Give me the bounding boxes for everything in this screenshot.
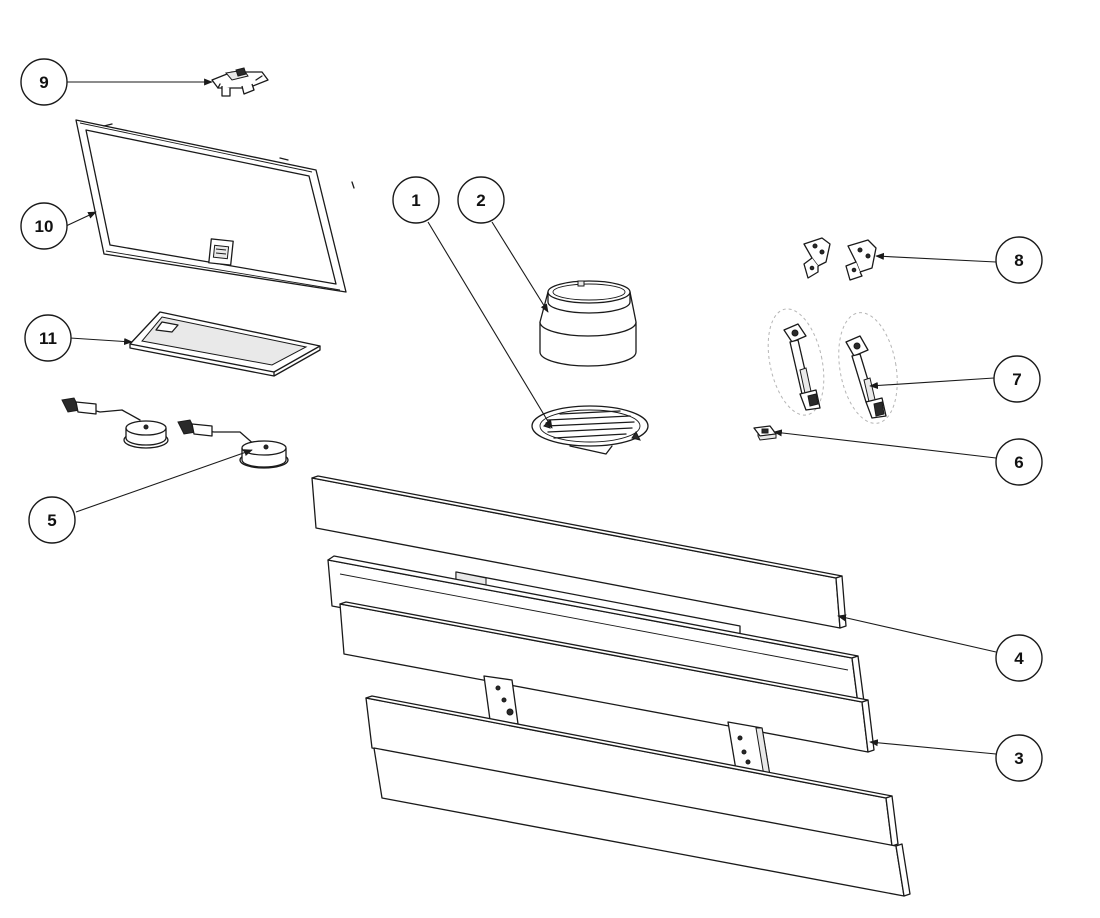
- svg-text:7: 7: [1012, 370, 1021, 389]
- callout-11: 11: [24, 314, 72, 362]
- part-11-small-panel: [129, 311, 321, 377]
- callout-2: 2: [457, 176, 505, 224]
- callout-10: 10: [20, 202, 68, 250]
- callout-6: 6: [995, 438, 1043, 486]
- callout-9: 9: [20, 58, 68, 106]
- callout-3: 3: [995, 734, 1043, 782]
- callout-1: 1: [392, 176, 440, 224]
- svg-text:10: 10: [35, 217, 54, 236]
- svg-text:3: 3: [1014, 749, 1023, 768]
- callout-4: 4: [995, 634, 1043, 682]
- part-5-lamp-right: [177, 419, 289, 469]
- callout-7: 7: [993, 355, 1041, 403]
- svg-text:9: 9: [39, 73, 48, 92]
- part-3-board-lower: [365, 695, 911, 897]
- callout-5: 5: [28, 496, 76, 544]
- part-8-bracket-right: [845, 239, 877, 281]
- part-1-round-grille: [531, 405, 649, 455]
- part-3-support-brackets: [483, 675, 771, 777]
- part-10-large-frame: [75, 119, 355, 293]
- svg-text:2: 2: [476, 191, 485, 210]
- part-5-lamp-left: [61, 397, 169, 449]
- part-4-board-top: [311, 475, 847, 629]
- part-8-bracket-left: [803, 237, 831, 279]
- svg-text:4: 4: [1014, 649, 1024, 668]
- part-2-duct-collar: [539, 280, 637, 367]
- svg-text:6: 6: [1014, 453, 1023, 472]
- part-6-clip: [753, 425, 777, 441]
- svg-text:1: 1: [411, 191, 420, 210]
- callout-8: 8: [995, 236, 1043, 284]
- leader-lines: [65, 78, 997, 755]
- part-7-gas-strut-right: [838, 312, 898, 424]
- svg-text:11: 11: [39, 329, 57, 348]
- part-7-gas-strut-left: [767, 308, 825, 416]
- part-4-board-middle: [327, 555, 865, 705]
- svg-text:8: 8: [1014, 251, 1023, 270]
- svg-text:5: 5: [47, 511, 56, 530]
- part-9-latch-bracket: [211, 67, 269, 97]
- part-3-board-upper: [339, 601, 875, 753]
